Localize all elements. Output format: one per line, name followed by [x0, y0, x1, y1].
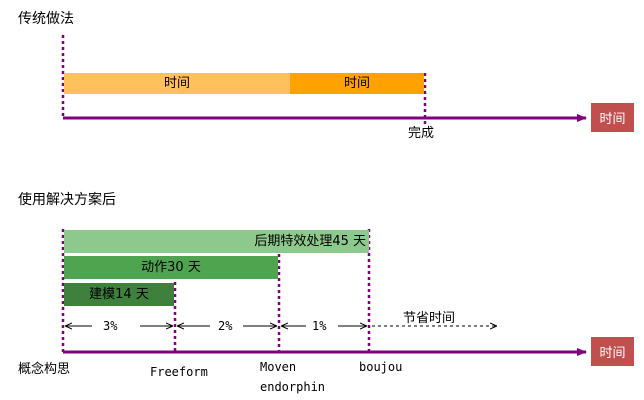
milestone-endorphin: endorphin: [260, 380, 326, 394]
saved-time-label: 节省时间: [403, 311, 456, 326]
milestone-boujou: boujou: [359, 360, 403, 374]
pct-interval-1: 3%: [103, 319, 118, 333]
animation-bar-label: 动作30 天: [141, 260, 201, 275]
milestone-moven: Moven: [260, 360, 297, 374]
traditional-time-axis-label: 时间: [591, 103, 634, 132]
solution-time-axis-label-text: 时间: [599, 346, 626, 361]
effects-bar-label: 后期特效处理45 天: [254, 234, 366, 249]
complete-label: 完成: [408, 126, 435, 141]
modeling-bar: 建模14 天: [64, 283, 174, 306]
traditional-time-bar-1: 时间: [64, 73, 290, 94]
pct-interval-3: 1%: [312, 319, 327, 333]
effects-bar: 后期特效处理45 天: [64, 230, 369, 253]
pct-interval-2: 2%: [218, 319, 233, 333]
animation-bar: 动作30 天: [64, 256, 278, 279]
milestone-freeform: Freeform: [150, 365, 208, 379]
solution-title: 使用解决方案后: [18, 192, 116, 208]
traditional-title: 传统做法: [18, 11, 74, 27]
solution-time-axis-label: 时间: [591, 337, 634, 366]
traditional-time-bar-2-label: 时间: [343, 76, 370, 91]
traditional-time-bar-1-label: 时间: [163, 76, 190, 91]
milestone-concept: 概念构思: [18, 362, 71, 377]
traditional-time-bar-2: 时间: [290, 73, 424, 94]
traditional-time-axis-label-text: 时间: [599, 112, 626, 127]
modeling-bar-label: 建模14 天: [89, 287, 149, 302]
